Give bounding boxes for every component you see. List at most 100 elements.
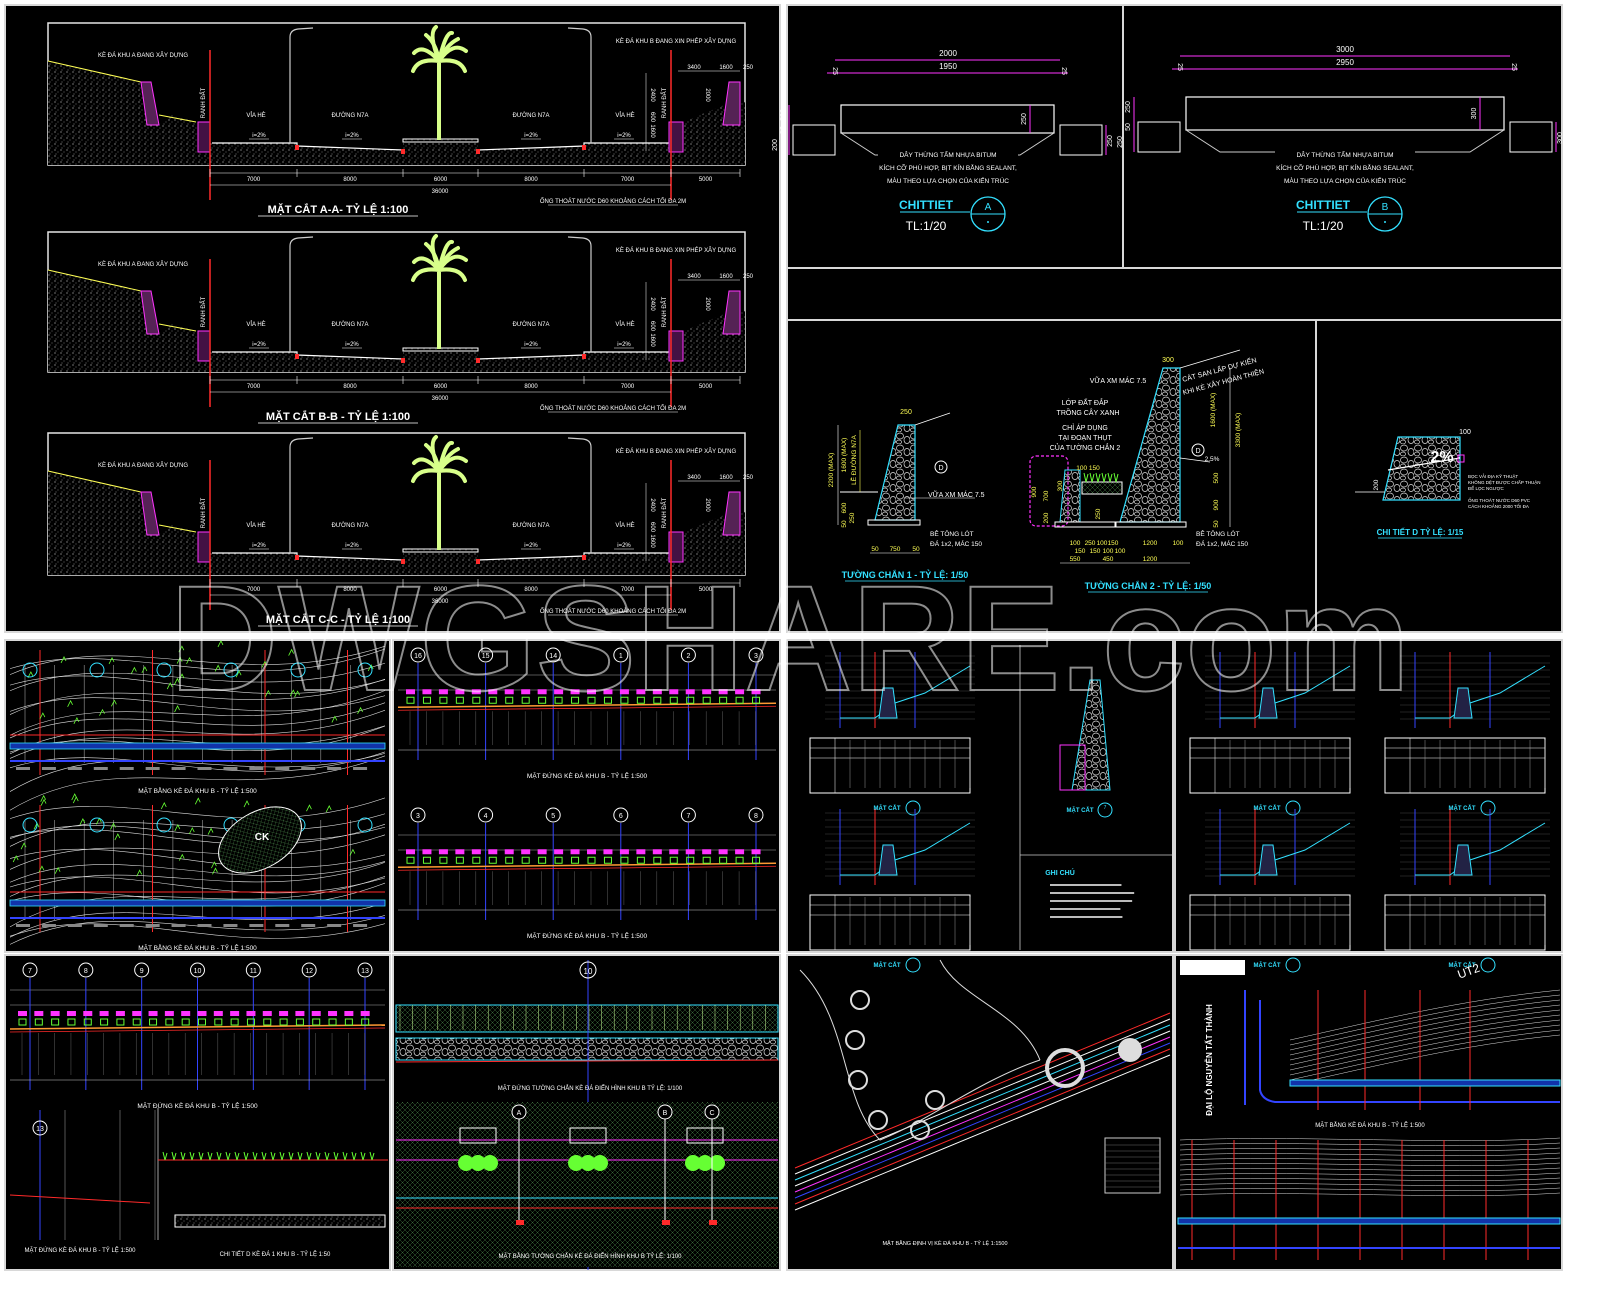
wall-block	[735, 856, 744, 864]
right-note: KÈ ĐÁ KHU B ĐANG XIN PHÉP XÂY DỰNG	[616, 247, 737, 254]
wall-block	[439, 856, 448, 864]
shrub-icon	[697, 1155, 713, 1171]
dim-vertical: 50	[841, 520, 848, 528]
dim-mark	[119, 924, 134, 927]
dim-left: 50	[780, 126, 787, 134]
slope-label: 2.5%	[1205, 456, 1220, 463]
vertical-dim: 2400	[649, 297, 655, 311]
right-stone-wall	[722, 290, 741, 335]
plan-title: MẶT BẰNG KÈ ĐÁ KHU B - TỶ LỆ 1:500	[138, 943, 257, 952]
existing-ground-line	[47, 269, 142, 292]
grass-icon	[216, 1151, 222, 1161]
contour-line	[9, 848, 386, 868]
street-lamp-icon	[289, 27, 314, 143]
wall-1-title: TƯỜNG CHẮN 1 - TỶ LỆ: 1/50	[842, 569, 969, 580]
contour-line	[9, 678, 386, 715]
axis-number: 2	[686, 653, 690, 660]
curb-marker	[401, 559, 405, 564]
dim-vertical: 700	[1043, 490, 1050, 501]
contour-line	[9, 709, 386, 755]
dim-vertical: 3300 (MAX)	[1235, 413, 1242, 448]
vertical-dim: 2400	[649, 498, 655, 512]
detail-d-note: BỌC VẢI ĐỊA KỸ THUẬT	[1468, 473, 1518, 479]
axis-bubble	[680, 647, 696, 663]
dim-left: 250	[1125, 101, 1132, 113]
top-dim: 3400	[687, 475, 701, 481]
tree-symbol	[357, 706, 363, 715]
sidewalk-label: VỈA HÈ	[246, 112, 265, 119]
elevation-tag	[344, 1011, 354, 1016]
elevation-tag	[652, 849, 662, 855]
wall-block	[735, 696, 744, 704]
axis-number: 1	[619, 653, 623, 660]
detail-label: CHITTIET	[1296, 198, 1351, 212]
slope-label: i=2%	[252, 133, 266, 139]
top-dim: 3400	[687, 65, 701, 71]
road-label: ĐƯỜNG N7A	[332, 321, 369, 328]
pipe-note: ỐNG THOÁT NƯỚC D60 KHOẢNG CÁCH TỐI ĐA 2M	[540, 608, 686, 615]
elevation-tag	[230, 1011, 240, 1016]
curb-marker	[295, 354, 299, 359]
base-strip	[174, 1214, 386, 1228]
wall-block	[406, 696, 415, 704]
dim-inner: 2950	[1336, 58, 1354, 67]
palm-trunk	[437, 63, 441, 140]
dim-mark	[249, 924, 264, 927]
dim-mark	[16, 924, 30, 927]
contour-line	[9, 648, 386, 672]
section-title: MẶT CẮT B-B - TỶ LỆ 1:100	[266, 410, 410, 423]
axis-bubble	[301, 962, 317, 978]
elevation-tag	[504, 849, 514, 855]
grass-icon	[351, 1151, 357, 1161]
dim-height: 300	[1471, 108, 1478, 120]
tree-symbol	[176, 656, 183, 664]
contour-line	[1289, 1029, 1561, 1081]
watermark: DWGSHARE.com	[170, 554, 1410, 722]
joint-note: MÀU THEO LỰA CHỌN CỦA KIẾN TRÚC	[887, 175, 1009, 185]
street-lamp-icon	[289, 437, 314, 553]
road-curve	[1259, 1000, 1560, 1103]
wall-block	[571, 856, 580, 864]
elevation-tag	[685, 689, 695, 695]
elevation-tag	[295, 1011, 305, 1016]
dim-top: 250	[900, 409, 912, 416]
wall-block	[472, 696, 481, 704]
road-label: ĐƯỜNG N7A	[332, 522, 369, 529]
elevation-tag	[735, 849, 745, 855]
left-embankment	[48, 61, 210, 165]
dim-value: 5000	[699, 587, 713, 593]
planter-box	[686, 1127, 724, 1144]
grass-icon	[1095, 472, 1101, 483]
axis-marker	[709, 1220, 717, 1225]
section-label: MẶT CẮT	[874, 804, 901, 812]
dim-vertical: 250	[849, 512, 856, 523]
grass-icon	[207, 1151, 213, 1161]
wall-block	[521, 696, 530, 704]
wall-block	[422, 856, 431, 864]
dim-mark	[197, 767, 212, 770]
tree-circle	[848, 1070, 868, 1090]
dim-value: 6000	[434, 384, 448, 390]
wall-section	[1258, 844, 1278, 876]
total-dim-value: 36000	[432, 189, 449, 195]
dim-value: 7000	[247, 384, 261, 390]
wall-block	[279, 1018, 288, 1026]
dim-mark	[327, 767, 342, 770]
contour-line	[1179, 1137, 1561, 1141]
tree-symbol	[71, 793, 78, 801]
tree-symbol	[40, 798, 47, 806]
planter-outline	[1059, 744, 1086, 791]
tree-symbol	[174, 824, 181, 832]
detail-d-note: ĐỂ LỌC NGƯỢC	[1468, 485, 1504, 491]
axis-number: 13	[361, 968, 369, 975]
dim-left: 50	[1125, 123, 1132, 131]
section-bubble	[1285, 800, 1301, 816]
dim-vertical: 1600 (MAX)	[1210, 393, 1217, 428]
axis-number: 7	[686, 813, 690, 820]
pipe-outlet	[1457, 454, 1465, 463]
tree-symbol	[349, 848, 356, 856]
section-label: MẶT CẮT	[1254, 804, 1281, 812]
